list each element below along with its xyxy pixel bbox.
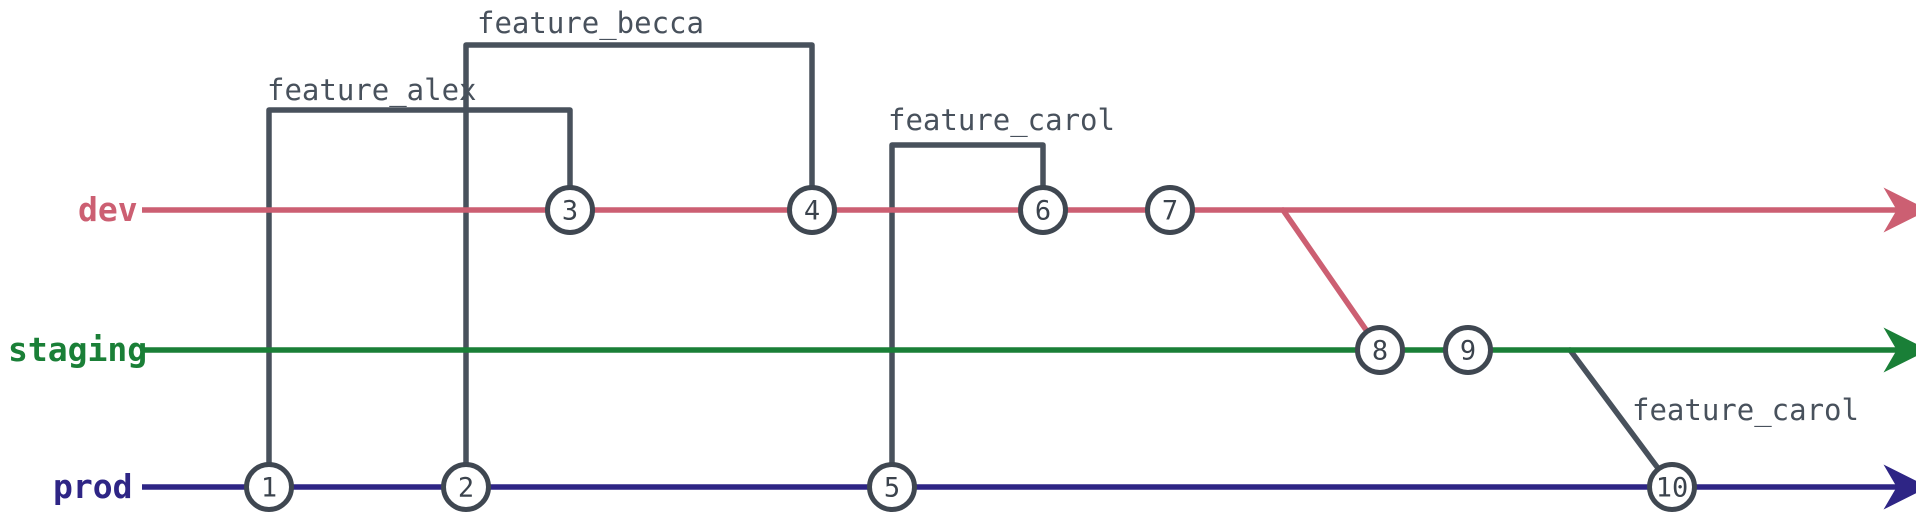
- commit-node-9[interactable]: 9: [1443, 325, 1493, 375]
- merge-paths-layer: [1280, 207, 1383, 353]
- commit-id-4: 4: [804, 196, 820, 227]
- commit-node-4[interactable]: 4: [787, 185, 837, 235]
- commit-circle-8[interactable]: [1355, 325, 1405, 375]
- commit-node-2[interactable]: 2: [441, 462, 491, 512]
- commit-id-1: 1: [261, 473, 277, 504]
- commit-id-5: 5: [884, 473, 900, 504]
- dev-to-staging-merge: [1280, 207, 1383, 353]
- feature_alex-bracket: [266, 107, 573, 490]
- commit-node-7[interactable]: 7: [1145, 185, 1195, 235]
- commit-circle-5[interactable]: [867, 462, 917, 512]
- commit-node-8[interactable]: 8: [1355, 325, 1405, 375]
- commit-circle-2[interactable]: [441, 462, 491, 512]
- commit-id-9: 9: [1460, 336, 1476, 367]
- branch-paths-layer: [266, 42, 1675, 490]
- commit-id-7: 7: [1162, 196, 1178, 227]
- commit-id-10: 10: [1656, 473, 1689, 504]
- feature_carol-bracket: [889, 142, 1046, 490]
- commit-circle-6[interactable]: [1018, 185, 1068, 235]
- feature_becca-bracket: [463, 42, 815, 490]
- lane-label-prod[interactable]: prod: [53, 467, 132, 506]
- lanes-layer: dev staging prod: [8, 187, 1916, 510]
- commit-node-5[interactable]: 5: [867, 462, 917, 512]
- commit-id-6: 6: [1035, 196, 1051, 227]
- branch-labels-layer: feature_alexfeature_beccafeature_carolfe…: [267, 6, 1859, 428]
- branch-label-feature-becca-1: feature_becca: [477, 6, 704, 41]
- commit-id-8: 8: [1372, 336, 1388, 367]
- lane-label-dev[interactable]: dev: [78, 190, 138, 229]
- commit-circle-7[interactable]: [1145, 185, 1195, 235]
- commit-node-6[interactable]: 6: [1018, 185, 1068, 235]
- commit-circle-3[interactable]: [545, 185, 595, 235]
- staging-to-prod-merge: [1567, 347, 1675, 490]
- branch-label-feature-carol-2: feature_carol: [888, 103, 1115, 138]
- commit-id-3: 3: [562, 196, 578, 227]
- commit-node-1[interactable]: 1: [244, 462, 294, 512]
- branch-label-feature-alex-0: feature_alex: [267, 73, 477, 108]
- commit-node-3[interactable]: 3: [545, 185, 595, 235]
- commit-id-2: 2: [458, 473, 474, 504]
- commit-circle-4[interactable]: [787, 185, 837, 235]
- branch-label-feature-carol-3: feature_carol: [1632, 393, 1859, 428]
- commit-circle-9[interactable]: [1443, 325, 1493, 375]
- commits-layer: 1 2 3 4 5 6 7 8 9 10: [244, 185, 1697, 512]
- commit-circle-1[interactable]: [244, 462, 294, 512]
- commit-circle-10[interactable]: [1647, 462, 1697, 512]
- commit-node-10[interactable]: 10: [1647, 462, 1697, 512]
- lane-label-staging[interactable]: staging: [8, 330, 147, 369]
